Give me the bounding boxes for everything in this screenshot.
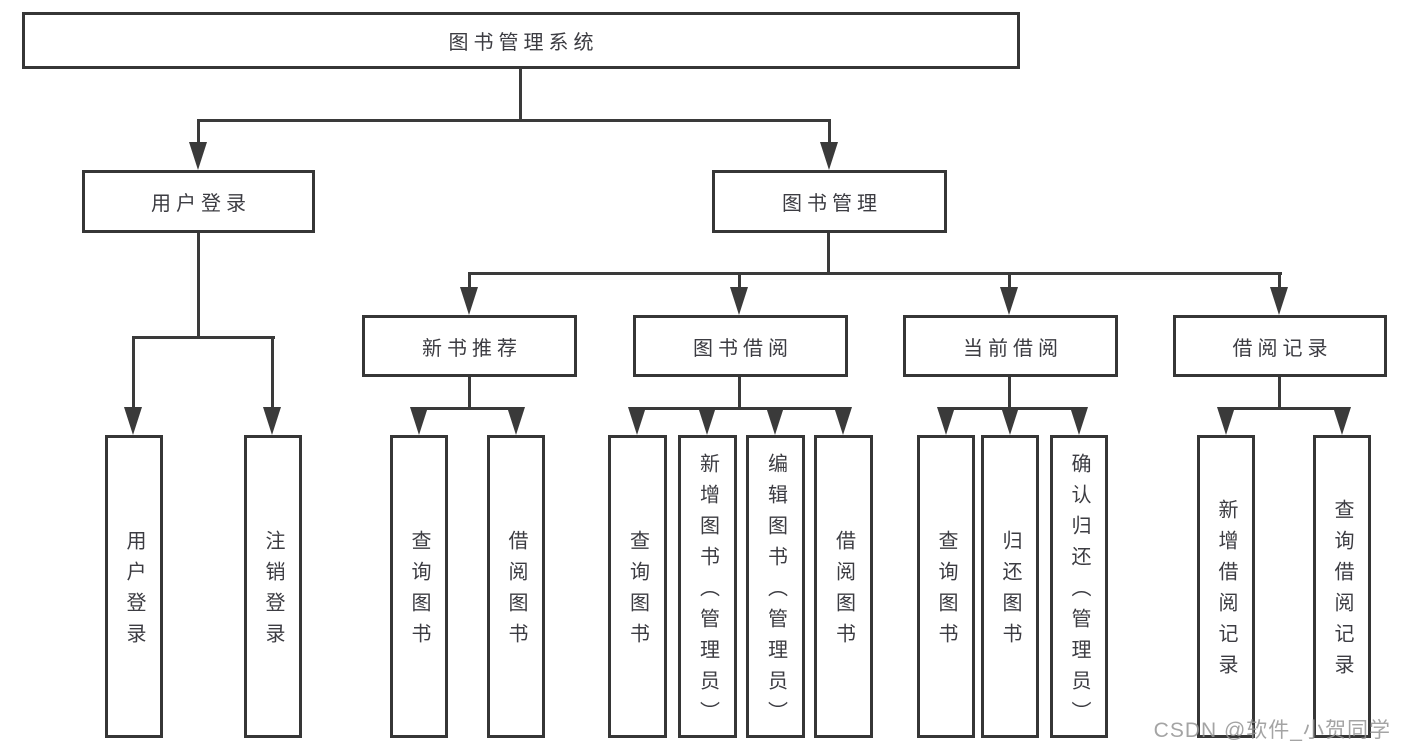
leaf-logout-label: 注销登录 bbox=[262, 530, 284, 654]
csdn-watermark: CSDN @软件_小贺同学 bbox=[1153, 719, 1391, 742]
arrow-down-icon bbox=[820, 142, 838, 170]
node-book-management: 图书管理 bbox=[712, 170, 947, 233]
leaf-add-books-admin: 新增图书（管理员） bbox=[678, 435, 737, 738]
leaf-query-books-recommend: 查询图书 bbox=[390, 435, 448, 738]
arrow-down-icon bbox=[507, 407, 525, 435]
leaf-add-borrow-record: 新增借阅记录 bbox=[1197, 435, 1255, 738]
node-book-borrowing: 图书借阅 bbox=[633, 315, 848, 377]
arrow-down-icon bbox=[1000, 287, 1018, 315]
connector-line bbox=[1278, 272, 1281, 290]
leaf-return-books: 归还图书 bbox=[981, 435, 1039, 738]
node-user-login: 用户登录 bbox=[82, 170, 315, 233]
leaf-borrow-books-label: 借阅图书 bbox=[832, 530, 855, 654]
leaf-query-borrow-record: 查询借阅记录 bbox=[1313, 435, 1371, 738]
connector-line bbox=[197, 233, 200, 339]
leaf-query-books-borrowing: 查询图书 bbox=[608, 435, 667, 738]
arrow-down-icon bbox=[698, 407, 716, 435]
leaf-query-books-current: 查询图书 bbox=[917, 435, 975, 738]
node-current-borrowing: 当前借阅 bbox=[903, 315, 1118, 377]
arrow-down-icon bbox=[460, 287, 478, 315]
leaf-query-books-current-label: 查询图书 bbox=[935, 530, 957, 654]
leaf-query-books-borrowing-label: 查询图书 bbox=[626, 530, 649, 654]
connector-line bbox=[1224, 407, 1344, 410]
connector-line bbox=[197, 119, 831, 122]
leaf-return-books-label: 归还图书 bbox=[999, 530, 1021, 654]
arrow-down-icon bbox=[263, 407, 281, 435]
connector-line bbox=[271, 336, 274, 410]
arrow-down-icon bbox=[124, 407, 142, 435]
leaf-logout: 注销登录 bbox=[244, 435, 302, 738]
arrow-down-icon bbox=[410, 407, 428, 435]
connector-line bbox=[738, 377, 741, 410]
leaf-edit-books-admin-label: 编辑图书（管理员） bbox=[764, 452, 787, 732]
arrow-down-icon bbox=[628, 407, 646, 435]
arrow-down-icon bbox=[834, 407, 852, 435]
connector-line bbox=[468, 272, 1282, 275]
leaf-borrow-books: 借阅图书 bbox=[814, 435, 873, 738]
leaf-borrow-books-recommend-label: 借阅图书 bbox=[505, 530, 527, 654]
leaf-user-login-label: 用户登录 bbox=[123, 530, 145, 654]
connector-line bbox=[468, 377, 471, 410]
connector-line bbox=[1008, 377, 1011, 410]
connector-line bbox=[738, 272, 741, 290]
connector-line bbox=[417, 407, 518, 410]
arrow-down-icon bbox=[766, 407, 784, 435]
leaf-user-login: 用户登录 bbox=[105, 435, 163, 738]
connector-line bbox=[827, 233, 830, 275]
node-borrowing-records: 借阅记录 bbox=[1173, 315, 1387, 377]
leaf-query-books-recommend-label: 查询图书 bbox=[408, 530, 430, 654]
arrow-down-icon bbox=[1270, 287, 1288, 315]
connector-line bbox=[1008, 272, 1011, 290]
connector-line bbox=[519, 68, 522, 122]
leaf-add-books-admin-label: 新增图书（管理员） bbox=[696, 452, 719, 732]
arrow-down-icon bbox=[189, 142, 207, 170]
arrow-down-icon bbox=[1001, 407, 1019, 435]
leaf-add-borrow-record-label: 新增借阅记录 bbox=[1215, 499, 1237, 685]
arrow-down-icon bbox=[1217, 407, 1235, 435]
arrow-down-icon bbox=[1070, 407, 1088, 435]
connector-line bbox=[828, 119, 831, 145]
node-new-book-recommendation: 新书推荐 bbox=[362, 315, 577, 377]
leaf-confirm-return-admin: 确认归还（管理员） bbox=[1050, 435, 1108, 738]
connector-line bbox=[636, 407, 845, 410]
leaf-confirm-return-admin-label: 确认归还（管理员） bbox=[1068, 452, 1090, 732]
connector-line bbox=[468, 272, 471, 290]
connector-line bbox=[197, 119, 200, 145]
leaf-borrow-books-recommend: 借阅图书 bbox=[487, 435, 545, 738]
leaf-edit-books-admin: 编辑图书（管理员） bbox=[746, 435, 805, 738]
arrow-down-icon bbox=[937, 407, 955, 435]
connector-line bbox=[132, 336, 275, 339]
connector-line bbox=[1278, 377, 1281, 410]
node-library-management-system: 图书管理系统 bbox=[22, 12, 1020, 69]
connector-line bbox=[132, 336, 135, 410]
arrow-down-icon bbox=[730, 287, 748, 315]
arrow-down-icon bbox=[1333, 407, 1351, 435]
leaf-query-borrow-record-label: 查询借阅记录 bbox=[1331, 499, 1353, 685]
